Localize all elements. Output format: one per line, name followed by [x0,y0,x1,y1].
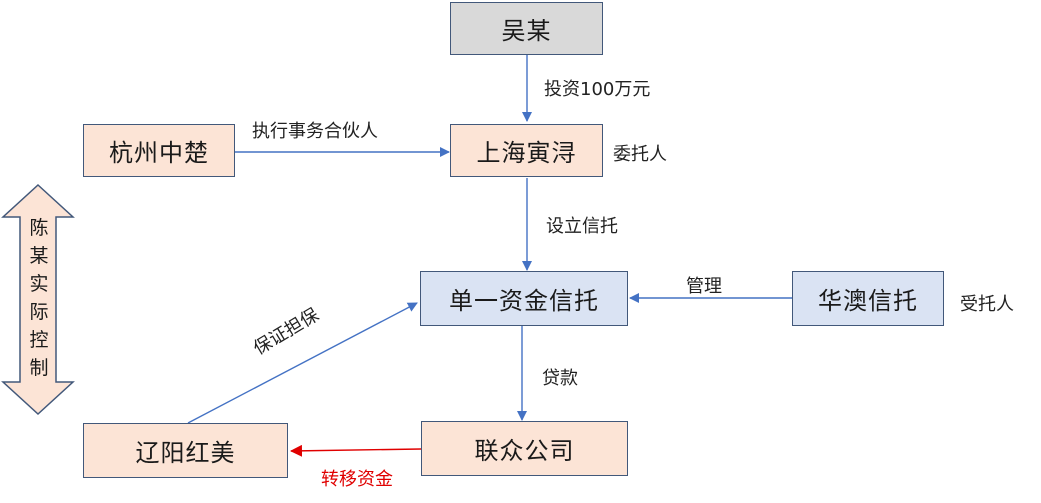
node-liaoyang: 辽阳红美 [83,423,288,478]
guarantee-arrow [187,302,418,424]
set-trust-label: 设立信托 [546,216,618,237]
invest-label: 投资100万元 [544,79,651,100]
node-shanghai: 上海寅浔 [450,124,603,177]
node-trust: 单一资金信托 [420,271,628,326]
trustee-role-label: 受托人 [960,294,1014,315]
settlor-role-label: 委托人 [613,144,667,165]
loan-label: 贷款 [542,368,578,389]
control-double-arrow [1,183,75,416]
partner-label: 执行事务合伙人 [252,121,378,142]
node-huaao: 华澳信托 [792,271,944,326]
manage-label: 管理 [686,276,722,297]
transfer-arrow [290,444,422,457]
node-hangzhou: 杭州中楚 [83,124,235,177]
control-label: 陈某实际控制 [29,217,49,379]
node-lianzhong: 联众公司 [421,421,628,476]
node-wu: 吴某 [450,2,603,55]
transfer-label: 转移资金 [321,469,393,490]
